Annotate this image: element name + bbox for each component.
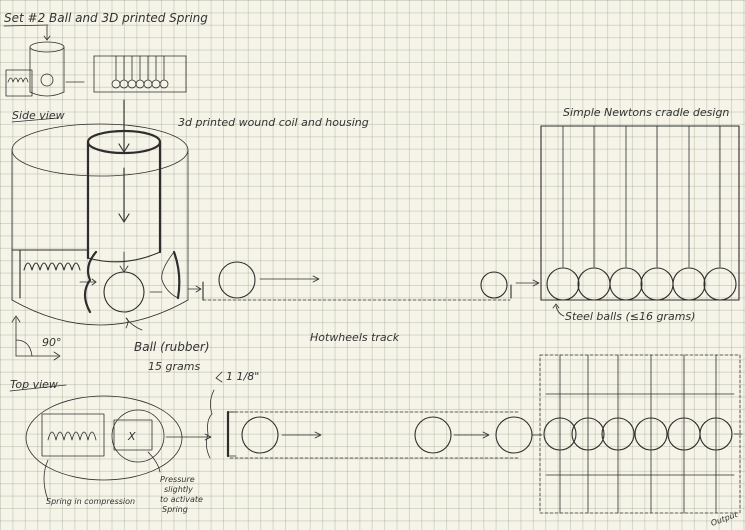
newtons-cradle-label: Simple Newtons cradle design: [563, 106, 729, 119]
release-gate: [83, 250, 98, 314]
housing-side-view: [11, 123, 189, 326]
pressure-note-4: Spring: [162, 505, 188, 514]
set-title: Set #2 Ball and 3D printed Spring: [4, 11, 208, 25]
pressure-pointer: [147, 451, 161, 473]
angle-label: 90°: [42, 336, 62, 349]
hotwheels-track-top-view: [226, 410, 521, 459]
dimension-brace: [206, 389, 215, 459]
top-view-underline: [9, 384, 67, 392]
rolling-ball-2: [480, 271, 508, 299]
plunger-arrows: [118, 99, 130, 273]
rubber-ball-housing: [103, 271, 145, 313]
track-ball-3: [495, 416, 533, 454]
track-ball-2: [414, 416, 452, 454]
housing-top-view: [25, 395, 183, 481]
newtons-cradle-top-view: [539, 354, 741, 514]
hotwheels-track-label: Hotwheels track: [310, 331, 400, 344]
exit-flap: [149, 250, 181, 300]
track-width-dimension: 1 1/8": [226, 370, 259, 383]
spring-pointer: [43, 459, 49, 501]
pressure-note-3: to activate: [160, 495, 203, 504]
steel-balls: [546, 267, 737, 301]
thumbnail-cradle: [93, 55, 187, 93]
side-view-underline: [11, 117, 59, 123]
steel-balls-label: Steel balls (≤16 grams): [565, 310, 695, 323]
pressure-note-1: Pressure: [160, 475, 195, 484]
pressure-note-2: slightly: [164, 485, 193, 494]
ball-label-pointer: [125, 317, 143, 331]
title-underline: [3, 24, 49, 27]
coil-housing-label: 3d printed wound coil and housing: [178, 116, 369, 129]
rolling-ball-1: [218, 261, 256, 299]
steel-balls-pointer: [555, 305, 565, 317]
spring-coil: [23, 262, 97, 286]
ball-rubber-label: Ball (rubber): [134, 340, 210, 354]
switch-x-mark: X: [127, 430, 136, 443]
newtons-cradle-frame: [540, 125, 740, 301]
ball-weight-label: 15 grams: [148, 360, 200, 373]
output-label: Output: [710, 510, 740, 528]
angle-indicator: [11, 315, 61, 361]
spring-compression-label: Spring in compression: [46, 497, 135, 506]
top-view-label: Top view: [10, 378, 58, 391]
track-ball-1: [241, 416, 279, 454]
thumbnail-launcher: [5, 25, 85, 97]
